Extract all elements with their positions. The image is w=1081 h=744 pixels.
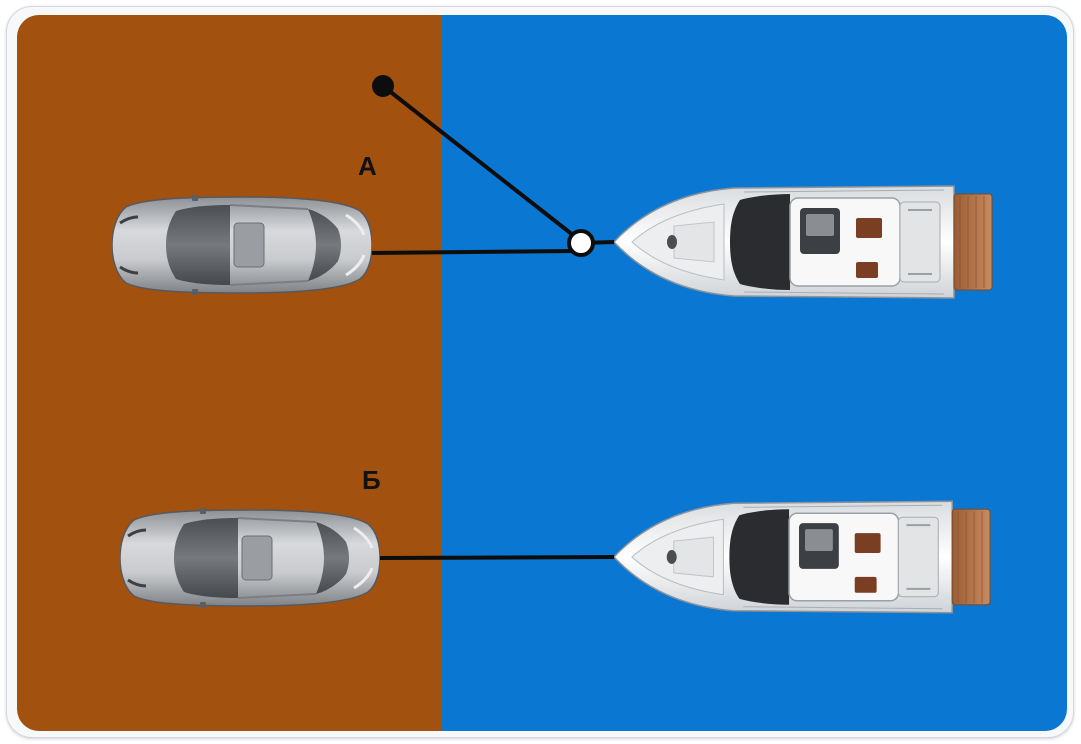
diagram-frame: А Б [6,6,1074,738]
towline-b [374,555,621,560]
mooring-post [372,75,394,97]
car-a [112,195,372,295]
boat-a [614,184,994,300]
variant-a: А [112,75,994,300]
label-a: А [358,151,377,181]
variant-b: Б [120,465,992,614]
label-b: Б [362,465,381,495]
diagram-svg: А Б [17,15,1067,731]
car-b [120,508,380,608]
boat-b [614,500,992,614]
pulley-block [567,229,595,257]
towline-a [366,249,579,255]
diagram-scene: А Б [17,15,1067,731]
ground-area [17,15,442,731]
water-area [442,15,1067,731]
guide-line [381,84,580,241]
